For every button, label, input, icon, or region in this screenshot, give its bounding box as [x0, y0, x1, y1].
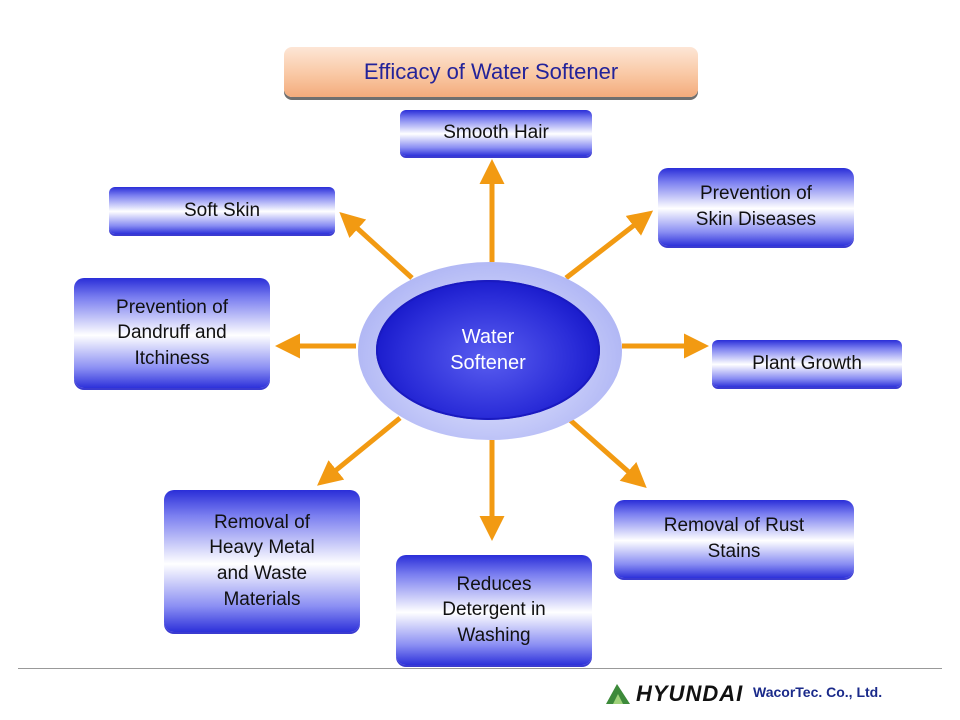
- arrow-to-rust: [568, 418, 647, 488]
- arrow-to-skin-diseases: [564, 210, 654, 280]
- node-skin-diseases-line2: Skin Diseases: [695, 209, 817, 230]
- node-heavy-metal: Removal of Heavy Metal and Waste Materia…: [164, 490, 360, 632]
- node-rust-line1: Removal of Rust: [663, 515, 805, 537]
- node-heavy-metal-line2: Heavy Metal: [209, 537, 315, 559]
- node-dandruff-line1: Prevention of: [116, 296, 228, 318]
- node-soft-skin: Soft Skin: [109, 187, 335, 234]
- node-rust: Removal of Rust Stains: [614, 500, 854, 578]
- footer-divider: [18, 668, 942, 669]
- node-plant-growth: Plant Growth: [712, 340, 902, 387]
- node-smooth-hair-label: Smooth Hair: [443, 122, 549, 144]
- arrow-to-soft-skin: [339, 211, 414, 280]
- node-dandruff-line2: Dandruff and: [117, 322, 227, 344]
- node-soft-skin-label: Soft Skin: [183, 199, 261, 221]
- center-label: Water Softener: [376, 280, 600, 420]
- node-rust-line2: Stains: [707, 541, 761, 562]
- node-skin-diseases: Prevention of Skin Diseases: [658, 168, 854, 246]
- node-skin-diseases-line1: Prevention of: [700, 183, 812, 205]
- node-plant-growth-label: Plant Growth: [752, 352, 862, 374]
- arrow-to-heavy-metal: [317, 416, 402, 486]
- center-label-line1: Water: [461, 326, 515, 348]
- center-label-line2: Softener: [450, 352, 526, 374]
- center-ellipse: [376, 280, 600, 420]
- hyundai-logo-text: HYUNDAI: [636, 681, 744, 706]
- company-name: WacorTec. Co., Ltd.: [753, 684, 883, 700]
- node-detergent: Reduces Detergent in Washing: [396, 555, 592, 665]
- node-dandruff-line3: Itchiness: [134, 347, 210, 369]
- node-dandruff: Prevention of Dandruff and Itchiness: [74, 278, 270, 388]
- diagram-title: Efficacy of Water Softener: [363, 59, 619, 84]
- node-detergent-line2: Detergent in: [442, 599, 546, 621]
- hyundai-logo-icon: [606, 684, 630, 704]
- node-heavy-metal-line3: and Waste: [216, 563, 308, 584]
- node-heavy-metal-line4: Materials: [223, 588, 301, 610]
- node-smooth-hair: Smooth Hair: [400, 110, 592, 156]
- node-heavy-metal-line1: Removal of: [213, 511, 311, 533]
- diagram-title-box: Efficacy of Water Softener: [284, 47, 698, 97]
- node-detergent-line3: Washing: [457, 624, 531, 646]
- node-detergent-line1: Reduces: [456, 573, 532, 595]
- hyundai-logo: HYUNDAI: [604, 681, 743, 707]
